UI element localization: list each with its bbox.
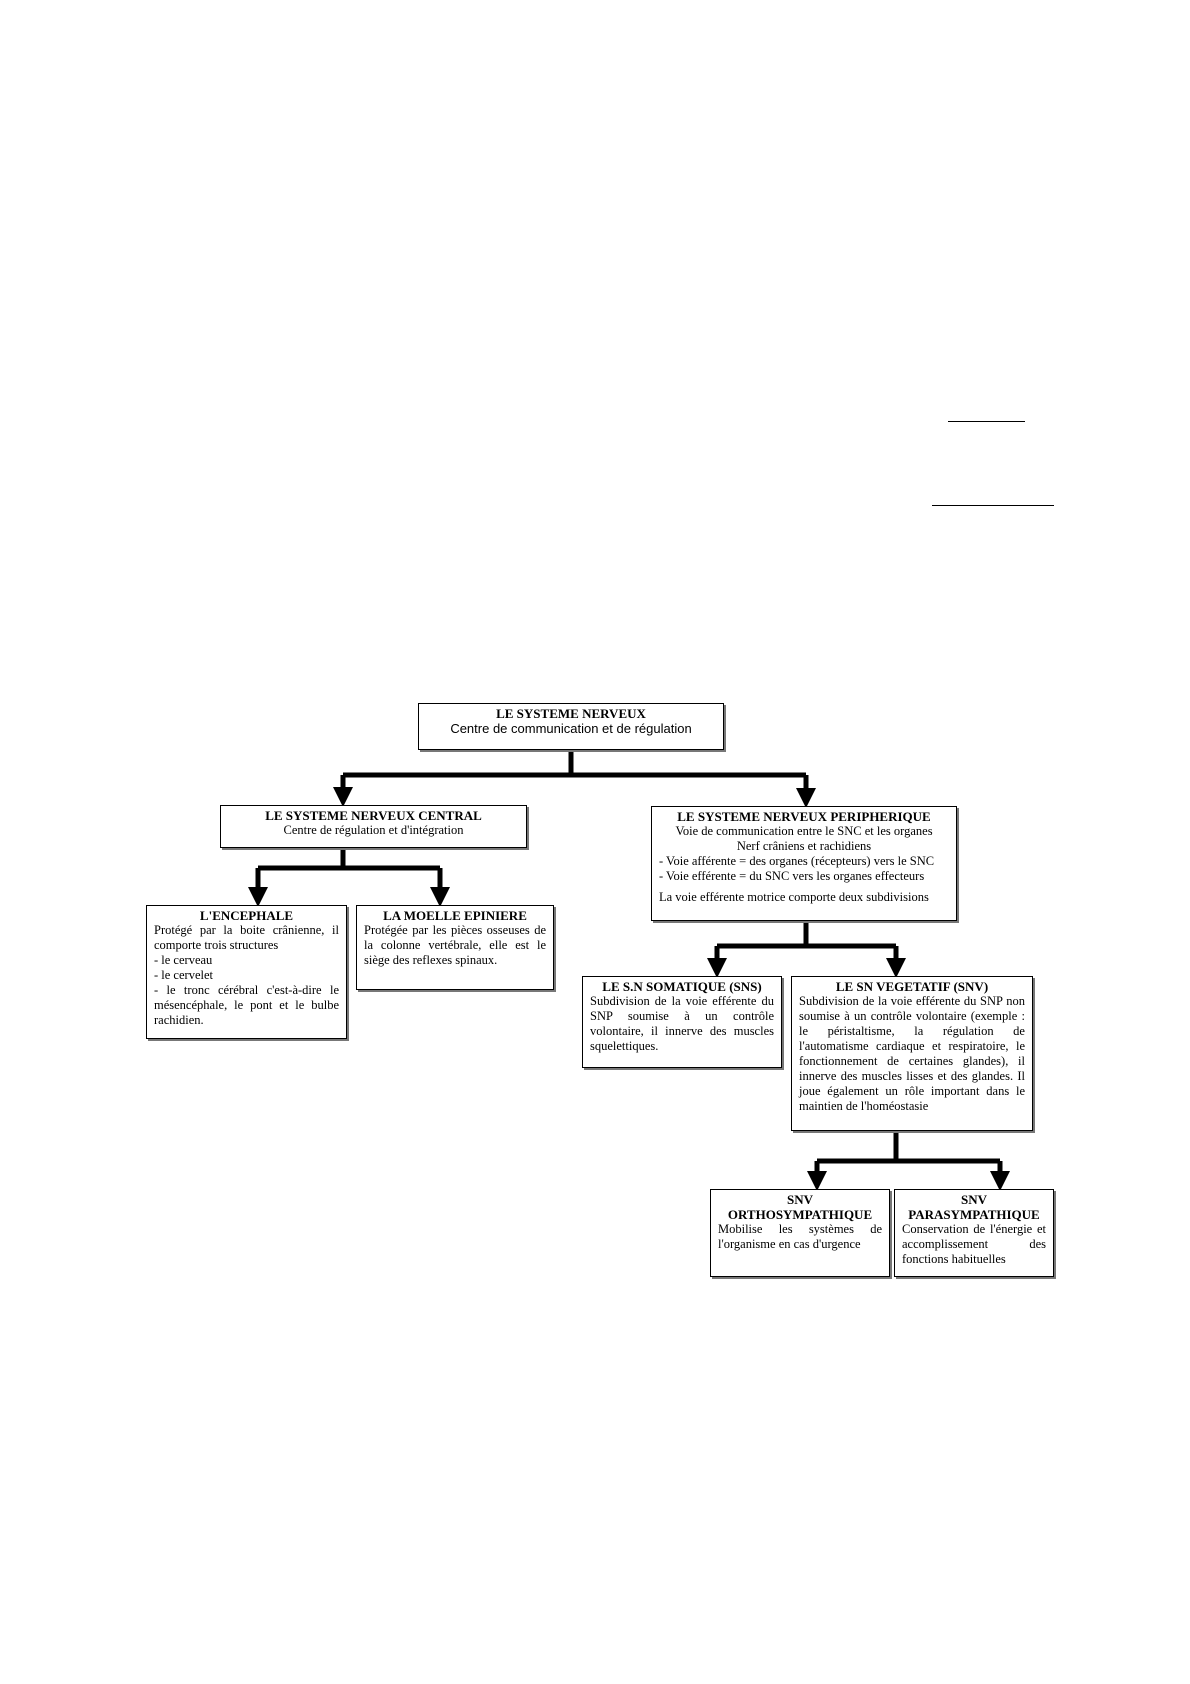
para-title-line-2: PARASYMPATHIQUE bbox=[908, 1207, 1040, 1222]
snc-title: LE SYSTEME NERVEUX CENTRAL bbox=[265, 808, 482, 823]
connector-root bbox=[343, 750, 806, 778]
snp-note: La voie efférente motrice comporte deux … bbox=[659, 890, 929, 904]
snp-line-2: Nerf crâniens et rachidiens bbox=[736, 839, 872, 853]
encephale-intro: Protégé par la boite crânienne, il compo… bbox=[154, 923, 339, 952]
snp-bullet-1: - Voie afférente = des organes (récepteu… bbox=[659, 854, 935, 868]
snp-line-1: Voie de communication entre le SNC et le… bbox=[675, 824, 933, 838]
para-text: Conservation de l'énergie et accomplisse… bbox=[902, 1222, 1046, 1266]
encephale-item-1: - le cerveau bbox=[154, 953, 213, 967]
box-orthosympathique: SNV ORTHOSYMPATHIQUE Mobilise les systèm… bbox=[710, 1189, 890, 1277]
root-line-1: Centre de communication et de régulation bbox=[450, 721, 692, 736]
snc-line-1: Centre de régulation et d'intégration bbox=[283, 823, 464, 837]
box-sns: LE S.N SOMATIQUE (SNS) Subdivision de la… bbox=[582, 976, 782, 1068]
connector-snc bbox=[258, 848, 440, 871]
box-snv: LE SN VEGETATIF (SNV) Subdivision de la … bbox=[791, 976, 1033, 1131]
connector-snv bbox=[817, 1131, 1000, 1164]
root-title: LE SYSTEME NERVEUX bbox=[496, 706, 646, 721]
connector-snp bbox=[717, 921, 896, 949]
underline-mark-1 bbox=[948, 421, 1025, 422]
snv-title: LE SN VEGETATIF (SNV) bbox=[835, 979, 989, 994]
box-parasympathique: SNV PARASYMPATHIQUE Conservation de l'én… bbox=[894, 1189, 1054, 1277]
sns-title: LE S.N SOMATIQUE (SNS) bbox=[602, 979, 762, 994]
encephale-title: L'ENCEPHALE bbox=[199, 908, 294, 923]
box-systeme-nerveux: LE SYSTEME NERVEUX Centre de communicati… bbox=[418, 703, 724, 750]
snp-bullet-2: - Voie efférente = du SNC vers les organ… bbox=[659, 869, 925, 883]
box-encephale: L'ENCEPHALE Protégé par la boite crânien… bbox=[146, 905, 347, 1039]
moelle-title: LA MOELLE EPINIERE bbox=[383, 908, 527, 923]
underline-mark-2 bbox=[932, 505, 1054, 506]
ortho-title-line-2: ORTHOSYMPATHIQUE bbox=[727, 1207, 873, 1222]
para-title-line-1: SNV bbox=[960, 1192, 987, 1207]
snp-title: LE SYSTEME NERVEUX PERIPHERIQUE bbox=[677, 809, 931, 824]
encephale-item-3: - le tronc cérébral c'est-à-dire le mése… bbox=[154, 983, 339, 1027]
ortho-title-line-1: SNV bbox=[786, 1192, 813, 1207]
snv-text: Subdivision de la voie efférente du SNP … bbox=[799, 994, 1025, 1113]
encephale-item-2: - le cervelet bbox=[154, 968, 213, 982]
sns-text: Subdivision de la voie efférente du SNP … bbox=[590, 994, 774, 1053]
box-snp: LE SYSTEME NERVEUX PERIPHERIQUE Voie de … bbox=[651, 806, 957, 921]
moelle-text: Protégée par les pièces osseuses de la c… bbox=[364, 923, 546, 967]
box-moelle-epiniere: LA MOELLE EPINIERE Protégée par les pièc… bbox=[356, 905, 554, 990]
ortho-text: Mobilise les systèmes de l'organisme en … bbox=[718, 1222, 882, 1251]
box-snc: LE SYSTEME NERVEUX CENTRAL Centre de rég… bbox=[220, 805, 527, 848]
